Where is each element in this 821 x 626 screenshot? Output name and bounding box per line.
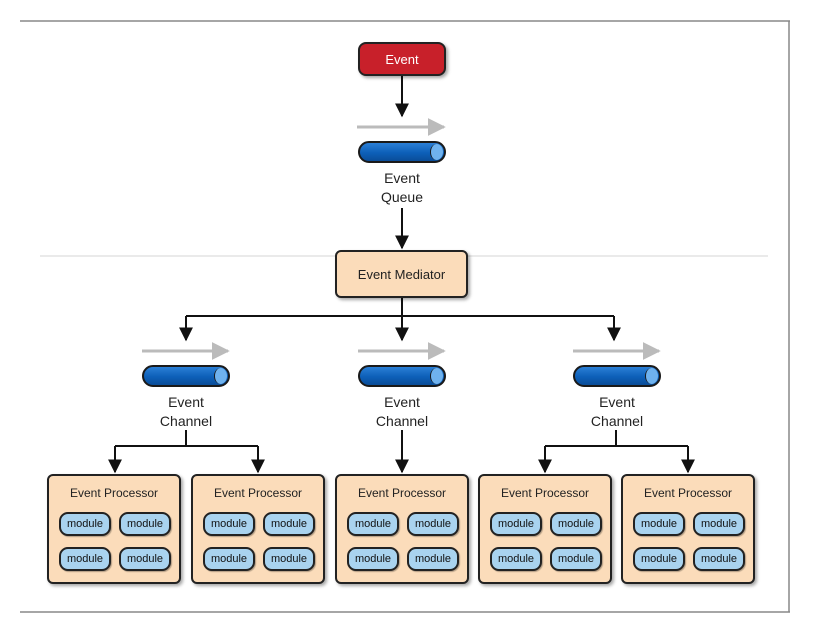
processor-1-title: Event Processor <box>69 486 159 500</box>
event-queue-label: Event Queue <box>342 169 462 207</box>
channel-1-label-line-1: Event <box>168 394 204 410</box>
processor-1-module-2: module <box>119 512 171 536</box>
event-channel-1-pipe <box>142 365 230 387</box>
event-processor-5: Event Processor module module module mod… <box>621 474 755 584</box>
processor-4-module-3: module <box>490 547 542 571</box>
channel-3-label-line-1: Event <box>599 394 635 410</box>
processor-2-title: Event Processor <box>213 486 303 500</box>
event-channel-2-label: Event Channel <box>342 393 462 431</box>
processor-1-module-4: module <box>119 547 171 571</box>
processor-5-module-1: module <box>633 512 685 536</box>
processor-4-module-2: module <box>550 512 602 536</box>
event-queue-label-line-1: Event <box>384 170 420 186</box>
event-channel-1-label: Event Channel <box>126 393 246 431</box>
processor-4-module-1: module <box>490 512 542 536</box>
event-channel-3-label: Event Channel <box>557 393 677 431</box>
processor-1-module-1: module <box>59 512 111 536</box>
event-channel-3-pipe <box>573 365 661 387</box>
processor-2-module-2: module <box>263 512 315 536</box>
processor-5-title: Event Processor <box>643 486 733 500</box>
event-processor-3: Event Processor module module module mod… <box>335 474 469 584</box>
processor-4-module-4: module <box>550 547 602 571</box>
processor-5-module-4: module <box>693 547 745 571</box>
event-processor-2: Event Processor module module module mod… <box>191 474 325 584</box>
event-queue-label-line-2: Queue <box>380 189 424 205</box>
processor-2-module-1: module <box>203 512 255 536</box>
processor-5-module-2: module <box>693 512 745 536</box>
event-processor-4: Event Processor module module module mod… <box>478 474 612 584</box>
processor-3-module-2: module <box>407 512 459 536</box>
processor-3-module-3: module <box>347 547 399 571</box>
processor-3-module-4: module <box>407 547 459 571</box>
processor-3-module-1: module <box>347 512 399 536</box>
processor-4-title: Event Processor <box>500 486 590 500</box>
event-queue-pipe <box>358 141 446 163</box>
processor-1-module-3: module <box>59 547 111 571</box>
event-processor-1: Event Processor module module module mod… <box>47 474 181 584</box>
channel-2-label-line-1: Event <box>384 394 420 410</box>
processor-2-module-4: module <box>263 547 315 571</box>
event-channel-2-pipe <box>358 365 446 387</box>
processor-5-module-3: module <box>633 547 685 571</box>
event-node: Event <box>358 42 446 76</box>
processor-3-title: Event Processor <box>357 486 447 500</box>
processor-2-module-3: module <box>203 547 255 571</box>
channel-2-label-line-2: Channel <box>375 413 429 429</box>
event-mediator-node: Event Mediator <box>335 250 468 298</box>
channel-3-label-line-2: Channel <box>590 413 644 429</box>
channel-1-label-line-2: Channel <box>159 413 213 429</box>
